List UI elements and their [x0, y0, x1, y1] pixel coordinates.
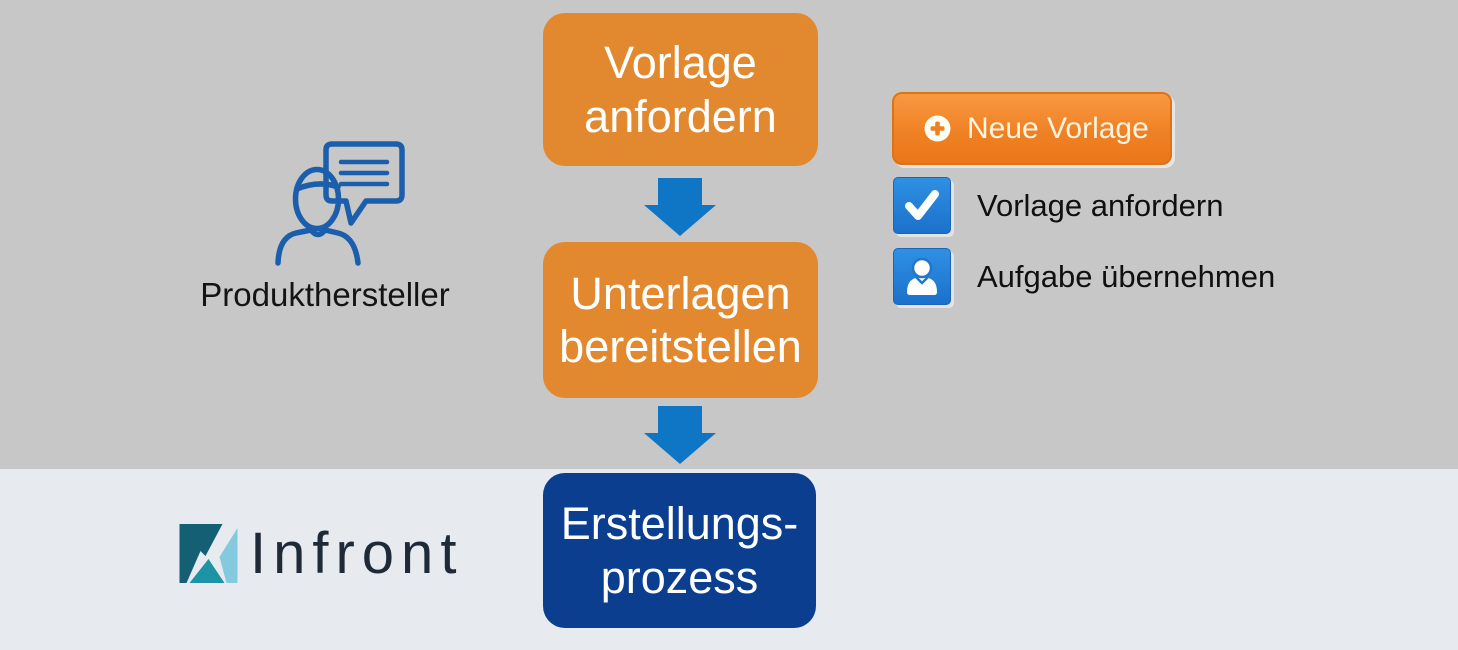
- check-tile: [893, 177, 951, 234]
- user-tile: [893, 248, 951, 305]
- down-arrow-icon: [644, 406, 716, 464]
- step-unterlagen-bereitstellen: Unterlagen bereitstellen: [543, 242, 818, 398]
- person-speech-bubble-icon: [275, 141, 405, 266]
- legend-label: Aufgabe übernehmen: [977, 258, 1276, 294]
- down-arrow-icon: [644, 178, 716, 236]
- plus-circle-icon: [924, 115, 951, 142]
- legend-label: Vorlage anfordern: [977, 187, 1224, 223]
- step-erstellungsprozess: Erstellungs- prozess: [543, 473, 816, 628]
- infront-logo-text: Infront: [250, 520, 464, 586]
- infront-logo-icon: [179, 524, 238, 583]
- actor-label: Produkthersteller: [200, 276, 450, 313]
- neue-vorlage-button[interactable]: Neue Vorlage: [892, 92, 1172, 165]
- neue-vorlage-button-label: Neue Vorlage: [967, 111, 1149, 145]
- step-vorlage-anfordern: Vorlage anfordern: [543, 13, 818, 166]
- check-icon: [905, 189, 939, 220]
- user-icon: [907, 257, 937, 295]
